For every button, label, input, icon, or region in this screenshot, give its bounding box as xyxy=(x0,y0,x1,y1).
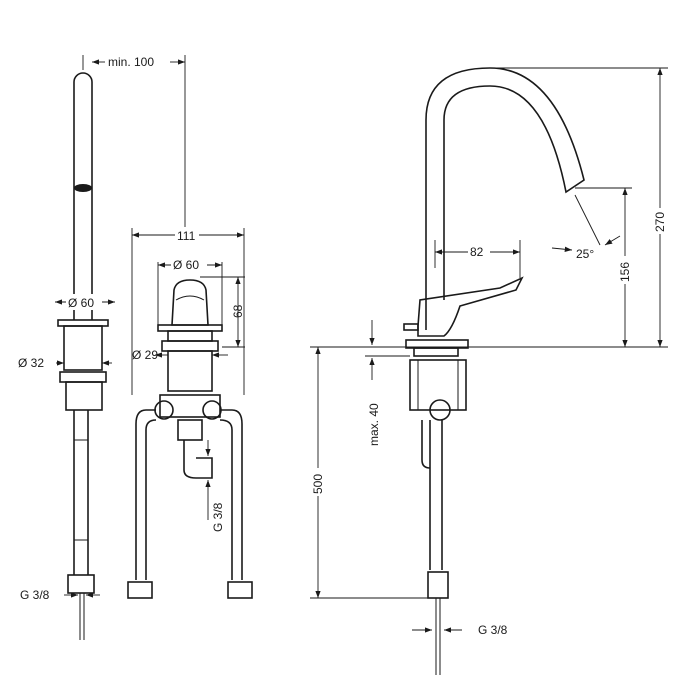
spout-side-view xyxy=(57,72,109,640)
dim-length-500: 500 xyxy=(311,474,325,494)
dim-diameter-60-mid: Ø 60 xyxy=(173,258,199,272)
dim-max-40: max. 40 xyxy=(367,403,381,446)
mixer-valve-view xyxy=(127,279,253,599)
dim-height-270: 270 xyxy=(653,212,667,232)
dim-width-111: 111 xyxy=(177,229,196,243)
dim-diameter-29: Ø 29 xyxy=(132,348,158,362)
dim-min-100: min. 100 xyxy=(108,55,154,69)
faucet-side-view xyxy=(403,67,585,675)
dim-height-156: 156 xyxy=(618,262,632,282)
dim-height-68: 68 xyxy=(231,304,245,318)
dim-diameter-60-left: Ø 60 xyxy=(68,296,94,310)
dim-thread-right: G 3/8 xyxy=(478,623,508,637)
dim-diameter-32: Ø 32 xyxy=(18,356,44,370)
dim-reach-82: 82 xyxy=(470,245,484,259)
dim-thread-mid: G 3/8 xyxy=(211,502,225,532)
dim-angle-25: 25° xyxy=(576,247,594,261)
dim-thread-left: G 3/8 xyxy=(20,588,50,602)
